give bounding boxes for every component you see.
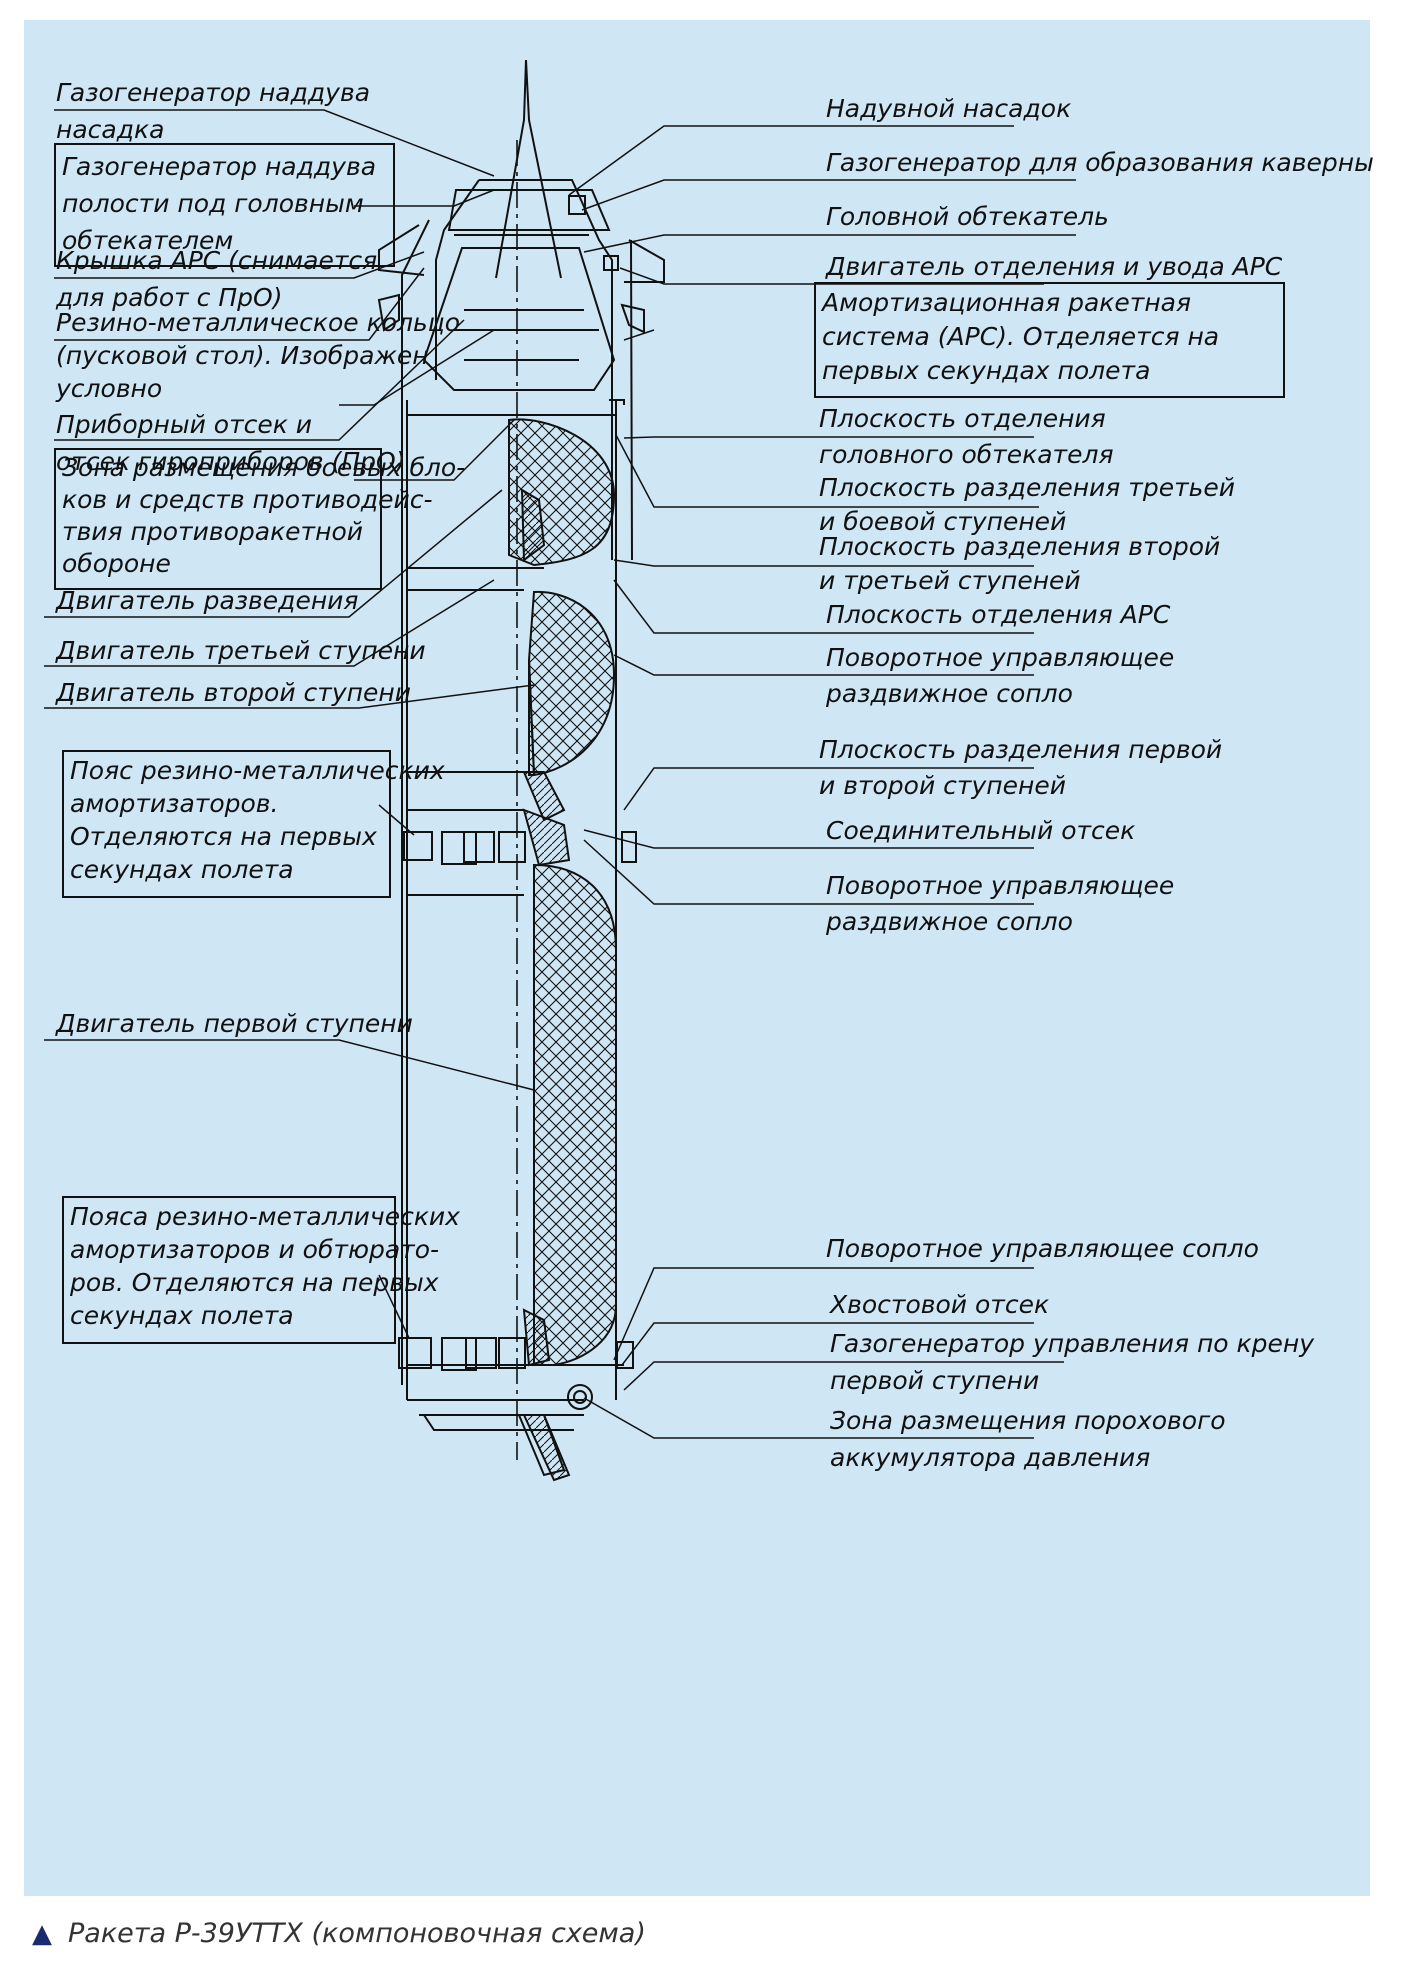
label-line: аккумулятора давления: [830, 1443, 1151, 1472]
label-line: обороне: [62, 549, 171, 578]
label-line: и второй ступеней: [819, 771, 1066, 800]
label-line: для работ с ПрО): [56, 283, 283, 312]
label-line: Плоскость разделения второй: [819, 532, 1221, 561]
label-line: ков и средств противодейс-: [62, 485, 433, 514]
label-line: амортизаторов и обтюрато-: [70, 1235, 440, 1264]
label-ars-cover: Крышка АРС (снимается для работ с ПрО): [56, 242, 377, 316]
label-line: Поворотное управляющее: [826, 643, 1175, 672]
label-shock-absorber-belt: Пояс резино-металлических амортизаторов.…: [62, 750, 445, 898]
label-line: твия противоракетной: [62, 517, 364, 546]
label-line: Плоскость разделения третьей: [819, 473, 1236, 502]
label-line: первой ступени: [830, 1366, 1040, 1395]
label-warhead-zone: Зона размещения боевых бло- ков и средст…: [54, 448, 466, 590]
label-line: Газогенератор наддува: [56, 78, 371, 107]
label-line: Соединительный отсек: [826, 816, 1136, 845]
label-gas-gen-cavity: Газогенератор наддува полости под головн…: [54, 143, 395, 267]
label-nose-fairing: Головной обтекатель: [826, 198, 1109, 235]
label-stage2-3-sep: Плоскость разделения второй и третьей ст…: [819, 530, 1220, 598]
label-line: Двигатель разведения: [56, 586, 359, 615]
label-absorber-belts: Пояса резино-металлических амортизаторов…: [62, 1196, 460, 1344]
caption-text: Ракета Р-39УТТХ (компоновочная схема): [68, 1918, 646, 1949]
label-line: Крышка АРС (снимается: [56, 246, 378, 275]
label-bus-engine: Двигатель разведения: [56, 582, 358, 619]
label-stage3-warhead-sep: Плоскость разделения третьей и боевой ст…: [819, 471, 1235, 539]
fairing: [435, 179, 613, 560]
label-line: Газогенератор наддува: [62, 152, 377, 181]
label-third-stage-engine: Двигатель третьей ступени: [56, 632, 426, 669]
third-stage-grain: [527, 590, 616, 777]
label-line: первых секундах полета: [822, 356, 1151, 385]
label-line: отсек гироприборов (ПрО): [56, 447, 406, 476]
label-line: Головной обтекатель: [826, 202, 1109, 231]
label-ars-system: Амортизационная ракетная система (АРС). …: [814, 282, 1285, 398]
label-line: Плоскость отделения АРС: [826, 600, 1171, 629]
label-line: Приборный отсек и: [56, 410, 313, 439]
ars-shell: [401, 219, 633, 1385]
label-line: Пояса резино-металлических: [70, 1202, 460, 1231]
label-roll-gas-gen: Газогенератор управления по крену первой…: [830, 1325, 1314, 1399]
label-line: Двигатель первой ступени: [56, 1009, 413, 1038]
label-line: Двигатель второй ступени: [56, 678, 411, 707]
label-line: обтекателем: [62, 226, 234, 255]
label-line: условно: [56, 374, 163, 403]
label-nozzle-middle: Поворотное управляющее раздвижное сопло: [826, 868, 1174, 940]
label-line: насадка: [56, 115, 165, 144]
label-line: Пояс резино-металлических: [70, 756, 445, 785]
label-line: система (АРС). Отделяется на: [822, 322, 1220, 351]
diagram-panel: Газогенератор наддува насадка Газогенера…: [24, 20, 1374, 1896]
triangle-icon: ▲: [32, 1919, 52, 1949]
label-ars-sep-plane: Плоскость отделения АРС: [826, 596, 1170, 633]
label-line: Плоскость разделения первой: [819, 735, 1223, 764]
label-line: Амортизационная ракетная: [822, 288, 1192, 317]
label-line: Зона размещения порохового: [830, 1406, 1226, 1435]
label-line: Поворотное управляющее: [826, 871, 1175, 900]
label-line: Газогенератор управления по крену: [830, 1329, 1315, 1358]
label-nozzle-lower: Поворотное управляющее сопло: [826, 1230, 1259, 1267]
label-line: полости под головным: [62, 189, 364, 218]
label-tail-bay: Хвостовой отсек: [830, 1286, 1049, 1323]
label-stage1-2-sep: Плоскость разделения первой и второй сту…: [819, 732, 1222, 804]
label-line: Плоскость отделения: [819, 404, 1106, 433]
label-line: раздвижное сопло: [826, 907, 1073, 936]
label-line: ров. Отделяются на первых: [70, 1268, 439, 1297]
label-line: Хвостовой отсек: [830, 1290, 1050, 1319]
label-line: Газогенератор для образования каверны: [826, 148, 1374, 177]
label-ars-motor: Двигатель отделения и увода АРС: [826, 248, 1282, 285]
label-line: раздвижное сопло: [826, 679, 1073, 708]
nose-cone: [495, 59, 562, 279]
label-gas-gen-nozzle: Газогенератор наддува насадка: [56, 74, 370, 148]
label-aerospike: Надувной насадок: [826, 90, 1071, 127]
label-nozzle-upper: Поворотное управляющее раздвижное сопло: [826, 640, 1174, 712]
label-instrument-bay: Приборный отсек и отсек гироприборов (Пр…: [56, 406, 405, 480]
label-rubber-ring: Резино-металлическое кольцо (пусковой ст…: [56, 306, 460, 405]
label-first-stage-engine: Двигатель первой ступени: [56, 1005, 413, 1042]
label-fairing-sep-plane: Плоскость отделения головного обтекателя: [819, 401, 1114, 473]
label-cavity-gas-gen: Газогенератор для образования каверны: [826, 144, 1374, 181]
label-connecting-bay: Соединительный отсек: [826, 812, 1135, 849]
label-line: Двигатель третьей ступени: [56, 636, 426, 665]
first-stage-grain: [533, 863, 617, 1366]
label-line: амортизаторов.: [70, 789, 279, 818]
label-line: Надувной насадок: [826, 94, 1072, 123]
label-line: Резино-металлическое кольцо: [56, 308, 461, 337]
rocket-cutaway-drawing: [44, 59, 1076, 1482]
label-second-stage-engine: Двигатель второй ступени: [56, 674, 411, 711]
label-line: секундах полета: [70, 855, 294, 884]
label-line: Зона размещения боевых бло-: [62, 453, 466, 482]
label-line: Двигатель отделения и увода АРС: [826, 252, 1283, 281]
label-line: и боевой ступеней: [819, 507, 1067, 536]
label-line: Поворотное управляющее сопло: [826, 1234, 1259, 1263]
label-line: Отделяются на первых: [70, 822, 377, 851]
label-line: секундах полета: [70, 1301, 294, 1330]
label-line: (пусковой стол). Изображен: [56, 341, 429, 370]
label-line: головного обтекателя: [819, 440, 1114, 469]
label-line: и третьей ступеней: [819, 566, 1081, 595]
label-powder-accumulator: Зона размещения порохового аккумулятора …: [830, 1402, 1226, 1476]
figure-caption: ▲ Ракета Р-39УТТХ (компоновочная схема): [32, 1918, 646, 1949]
